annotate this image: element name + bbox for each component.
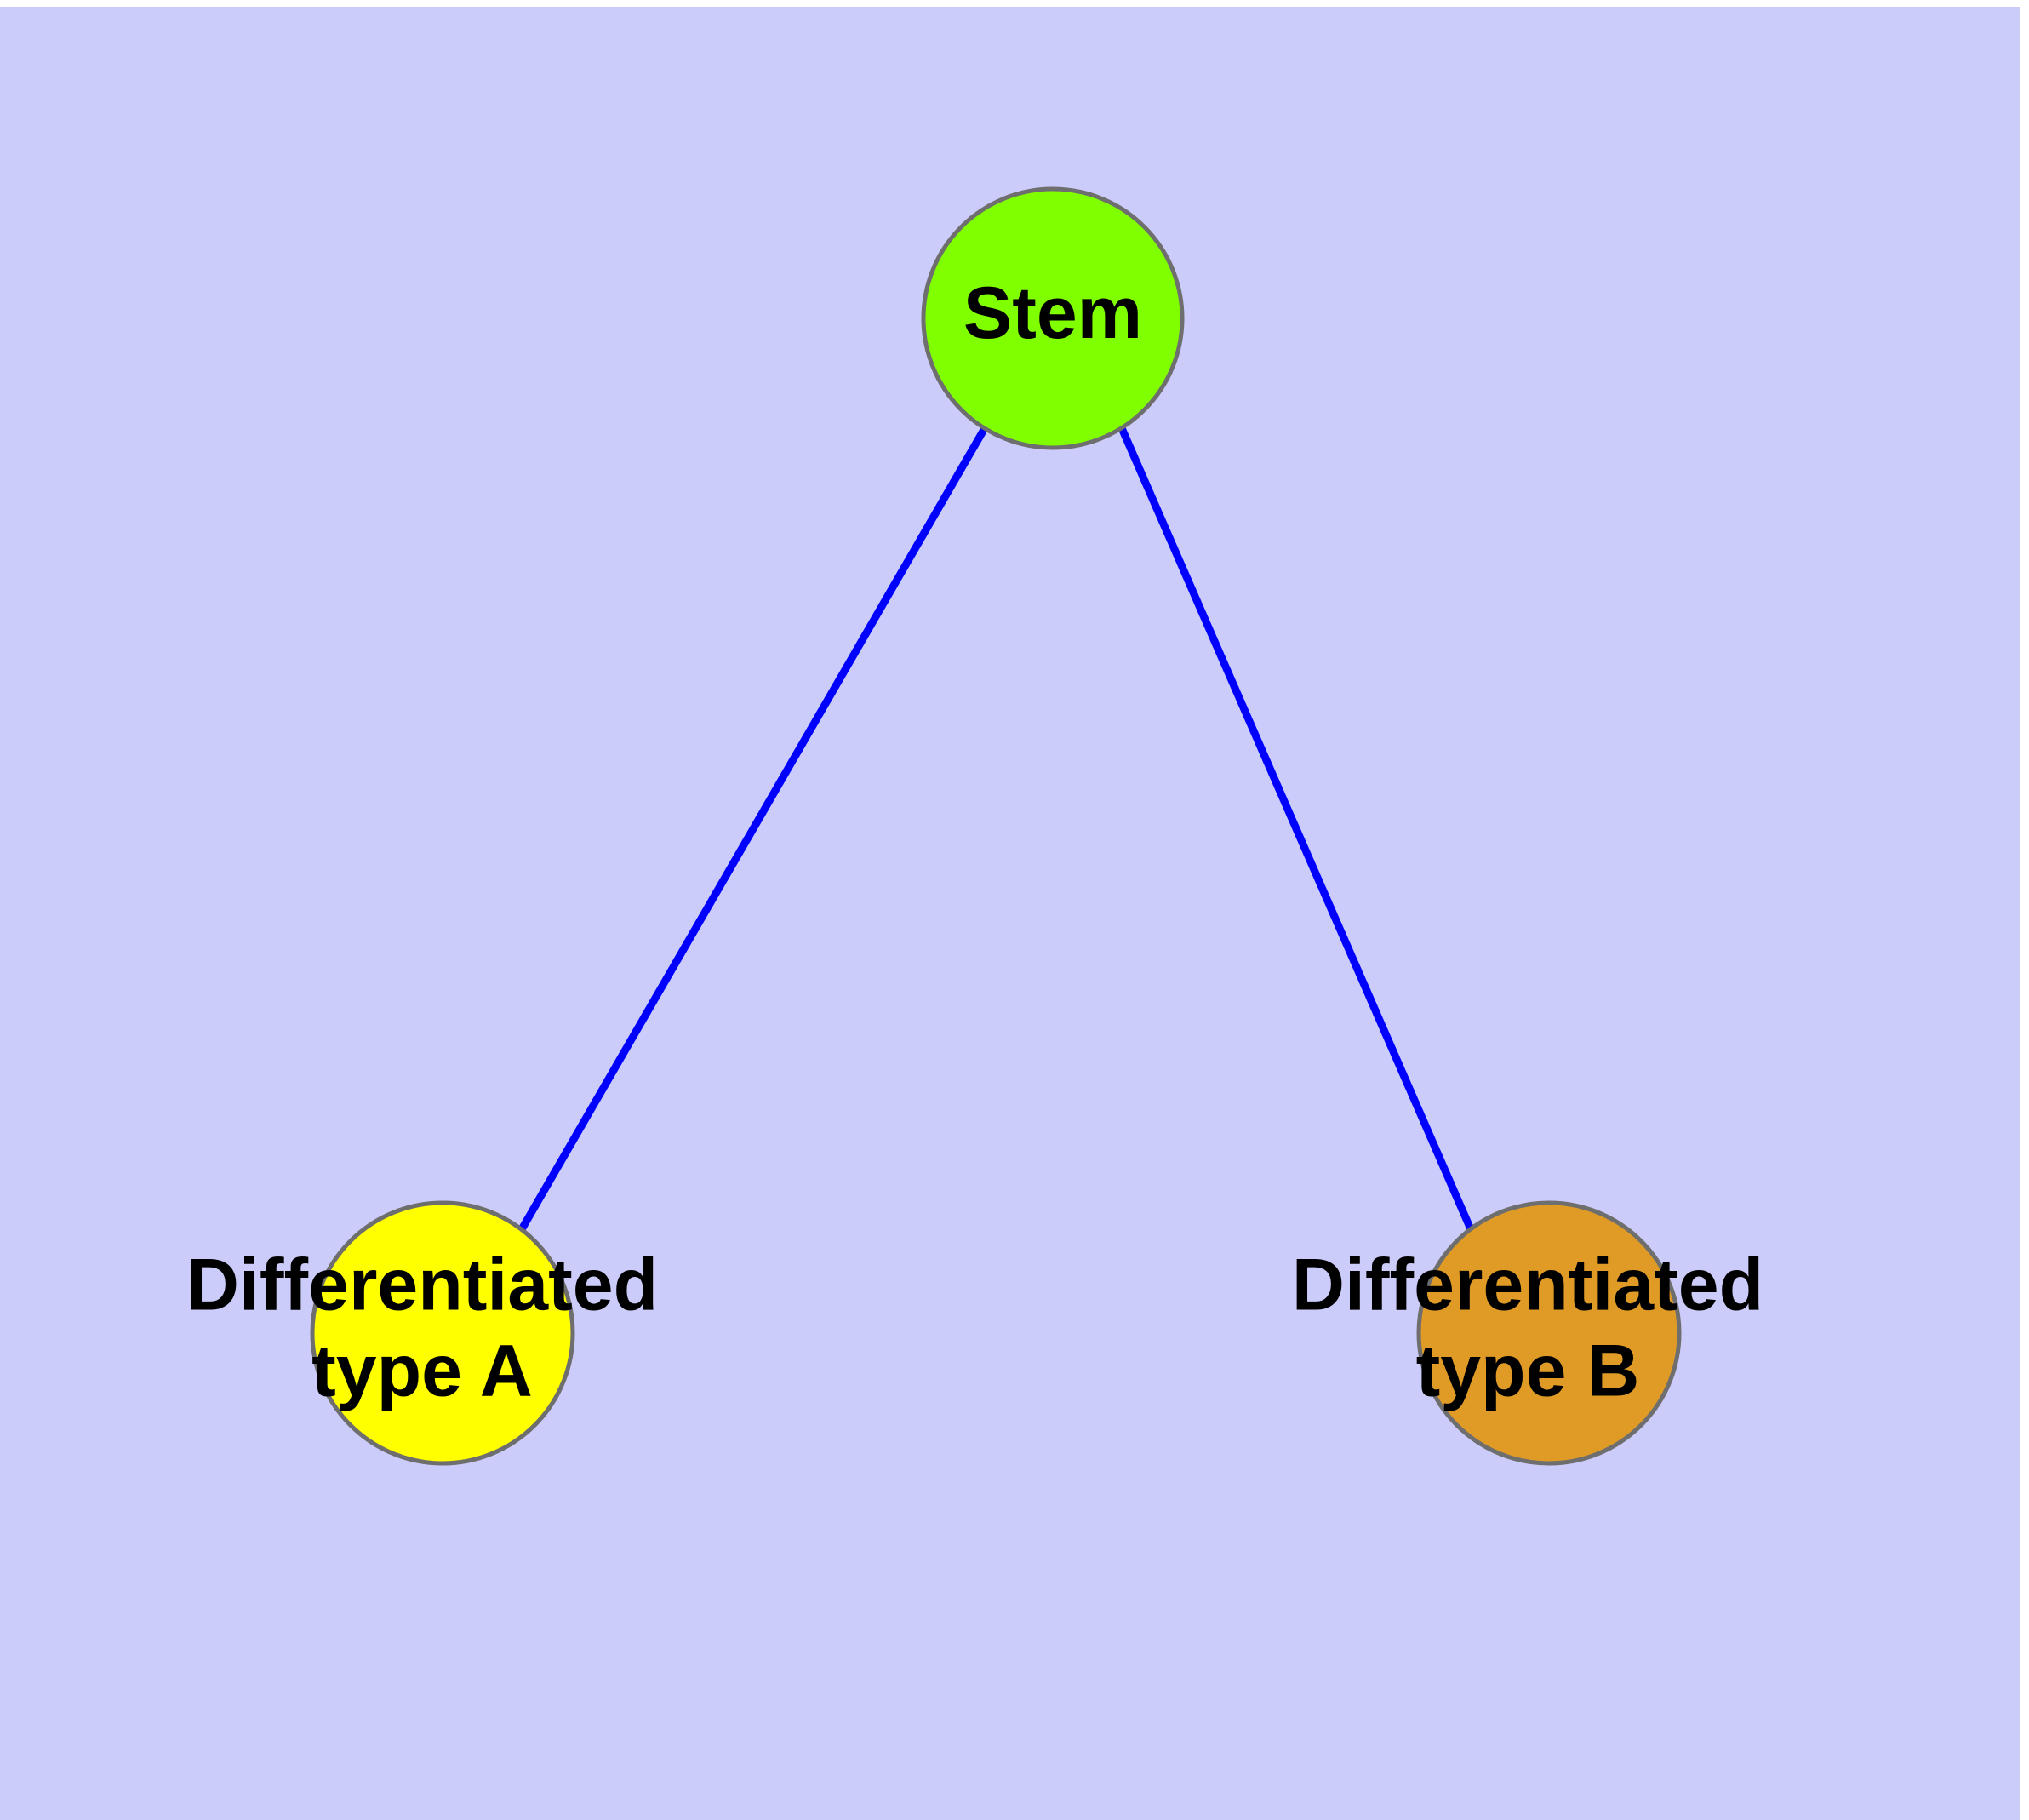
edge-stem-to-differentiated-type-a[interactable] bbox=[518, 426, 988, 1232]
edge-stem-to-differentiated-type-b[interactable] bbox=[1117, 426, 1475, 1231]
node-differentiated-type-b[interactable] bbox=[1416, 1200, 1682, 1466]
node-differentiated-type-a[interactable] bbox=[310, 1200, 575, 1466]
edge-layer bbox=[518, 426, 1475, 1232]
node-stem[interactable] bbox=[921, 186, 1185, 450]
node-layer bbox=[310, 186, 1682, 1466]
node-label-stem: Stem bbox=[963, 272, 1142, 354]
